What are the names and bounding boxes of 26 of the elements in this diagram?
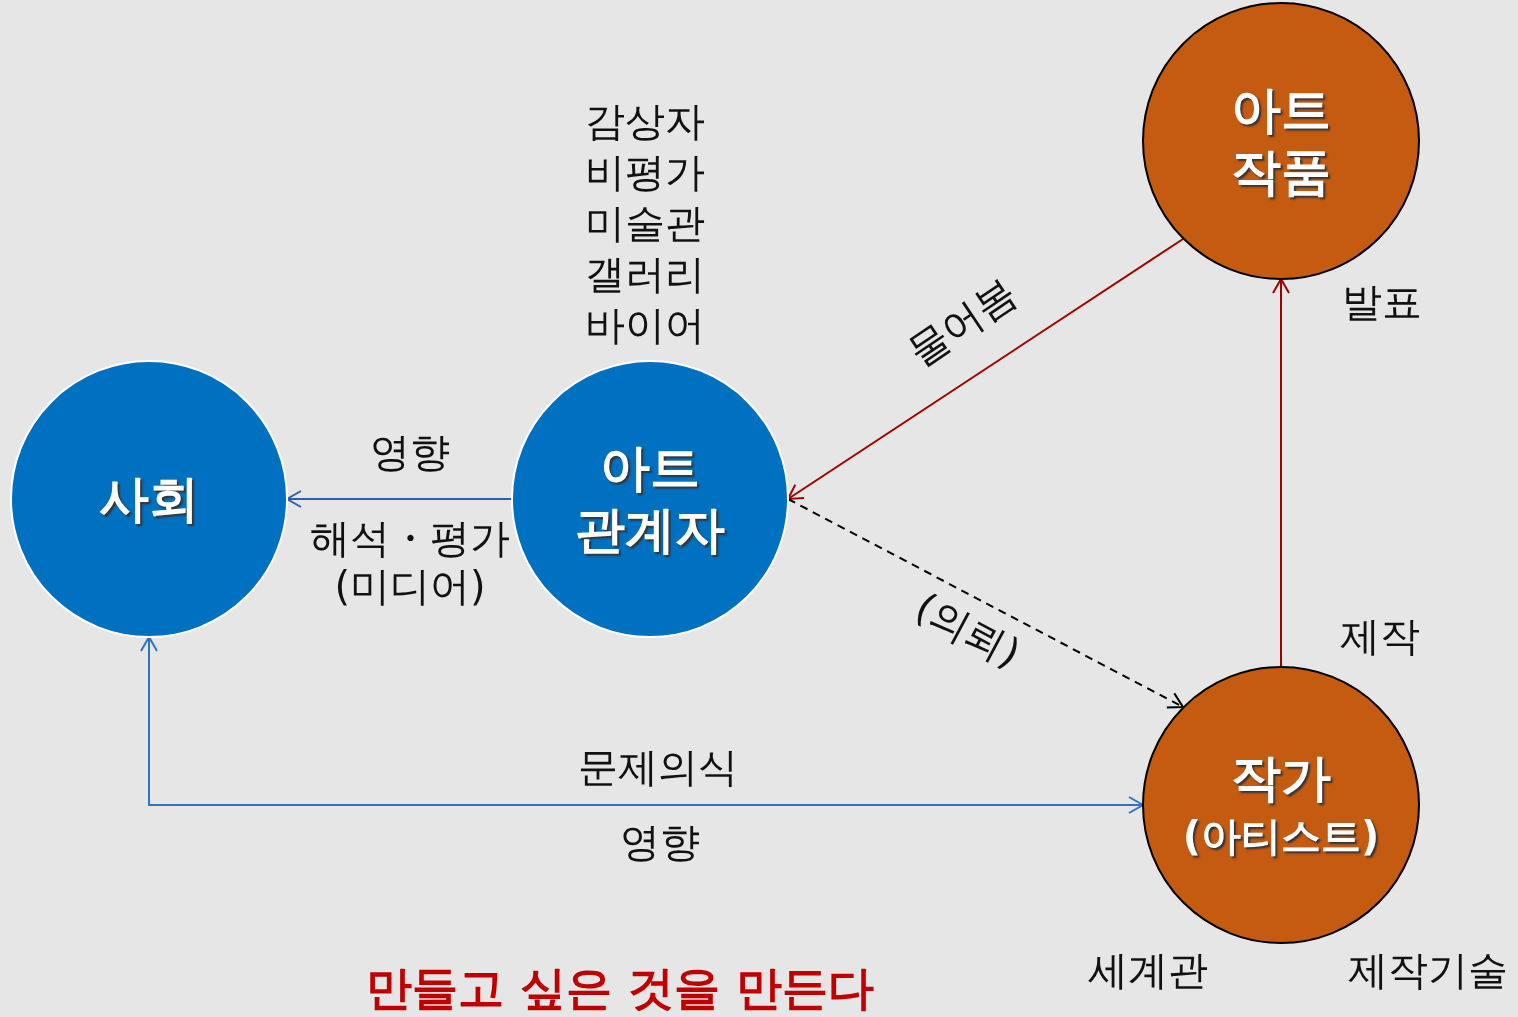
side-note: 바이어 — [585, 301, 705, 349]
text-label: 영향 — [620, 818, 700, 866]
node-label: 작가 — [1231, 748, 1331, 809]
side-note: 비평가 — [585, 148, 705, 196]
circle-node — [9, 359, 289, 639]
side-note: 발표 — [1342, 278, 1422, 326]
node-label: 사회 — [99, 469, 199, 530]
side-note: 미술관 — [585, 199, 705, 247]
circle-node — [510, 359, 790, 639]
circle-node — [1141, 665, 1421, 945]
arrow — [787, 238, 1184, 500]
caption: 만들고 싶은 것을 만든다 — [366, 964, 874, 1012]
node-label: (아티스트) — [1182, 812, 1380, 861]
arrow — [1272, 278, 1290, 668]
edge-label: 영향 — [370, 428, 450, 476]
text-label: 문제의식 — [578, 743, 738, 791]
side-note: 갤러리 — [585, 250, 705, 298]
side-note: 제작기술 — [1348, 946, 1508, 994]
side-note: 감상자 — [585, 97, 705, 145]
arrow — [140, 636, 1144, 814]
node-label: 아트 작품 — [1230, 80, 1332, 203]
side-note: 세계관 — [1088, 946, 1208, 994]
node-label: 아트 관계자 — [574, 438, 726, 561]
text-label: 해석・평가 (미디어) — [309, 514, 511, 610]
circle-node — [1141, 1, 1421, 281]
side-note: 제작 — [1340, 612, 1420, 660]
